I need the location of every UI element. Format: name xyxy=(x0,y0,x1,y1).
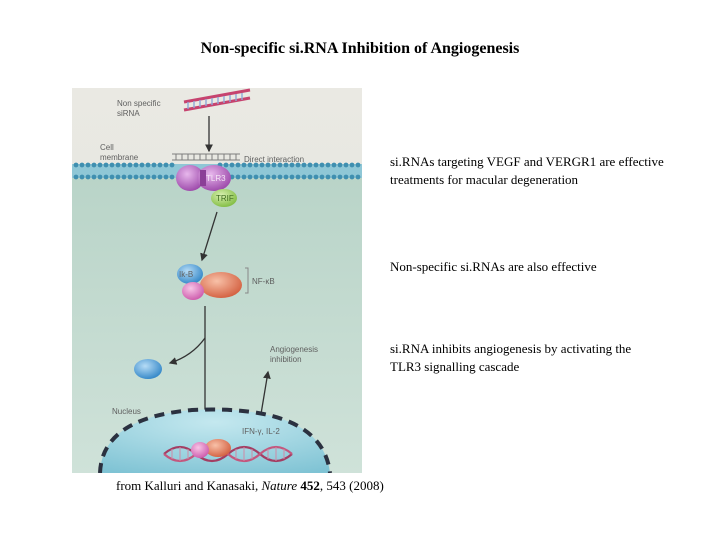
nfkb-bracket xyxy=(245,267,249,294)
tlr3-pathway-figure: TLR3 TRIF Ik-B NF-κB Angiogenesis inhibi… xyxy=(72,88,362,473)
ifn-il2-label: IFN-γ, IL-2 xyxy=(242,427,280,436)
note-vegf-treatment: si.RNAs targeting VEGF and VERGR1 are ef… xyxy=(390,154,664,187)
released-ikb-protein xyxy=(134,359,162,379)
ikb-label: Ik-B xyxy=(179,270,193,279)
dna-strand xyxy=(163,439,293,463)
tlr3-receptor xyxy=(176,165,231,191)
citation-pages: , 543 (2008) xyxy=(319,478,384,493)
angiogenesis-label: Angiogenesis xyxy=(270,345,318,354)
nucleus-label: Nucleus xyxy=(112,407,141,416)
sirna-duplex xyxy=(183,88,251,112)
citation-volume: 452 xyxy=(300,478,320,493)
citation-prefix: from Kalluri and Kanasaki, xyxy=(116,478,262,493)
sirna-label: siRNA xyxy=(117,109,140,118)
tlr3-label: TLR3 xyxy=(206,174,226,183)
membrane-label: membrane xyxy=(100,153,139,162)
trif-to-nfkb-arrow xyxy=(200,211,218,262)
bound-sirna xyxy=(172,153,240,161)
pathway-diagram: TLR3 TRIF Ik-B NF-κB Angiogenesis inhibi… xyxy=(72,88,362,473)
trif-label: TRIF xyxy=(216,194,234,203)
slide-title: Non-specific si.RNA Inhibition of Angiog… xyxy=(200,40,520,57)
note-nonspecific-effective: Non-specific si.RNAs are also effective xyxy=(390,259,597,274)
inhibition-label: inhibition xyxy=(270,355,302,364)
nonspecific-label: Non specific xyxy=(117,99,161,108)
citation-journal: Nature xyxy=(261,478,298,493)
trif-protein xyxy=(211,189,237,207)
direct-interaction-label: Direct interaction xyxy=(244,155,304,164)
nfkb-label: NF-κB xyxy=(252,277,275,286)
note-tlr3-cascade: si.RNA inhibits angiogenesis by activati… xyxy=(390,341,632,374)
ikb-release-arrow xyxy=(168,337,206,365)
nfkb-complex xyxy=(177,264,242,300)
cell-label: Cell xyxy=(100,143,114,152)
figure-citation: from Kalluri and Kanasaki, Nature 452, 5… xyxy=(116,478,384,494)
